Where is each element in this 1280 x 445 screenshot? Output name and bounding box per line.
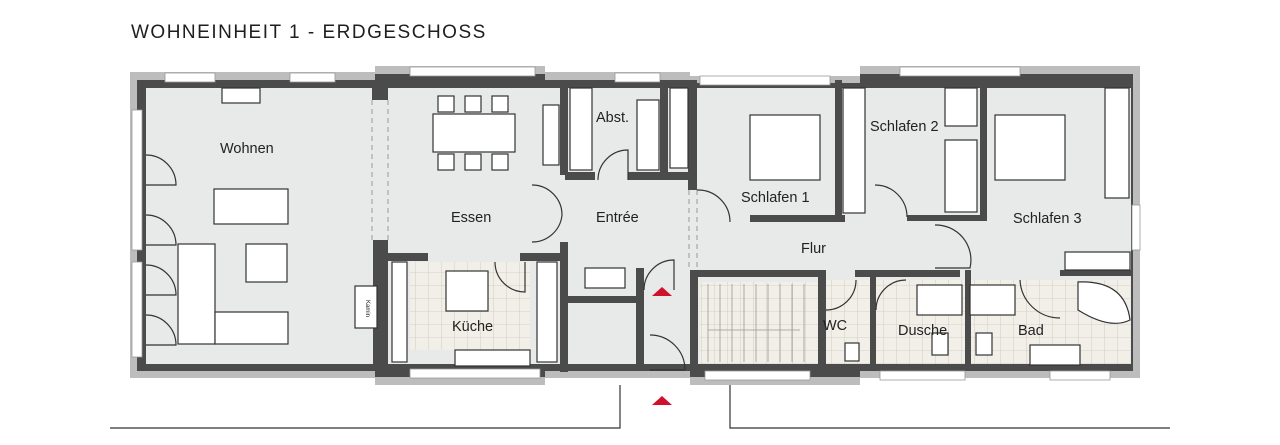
kitchen-table [445, 270, 489, 312]
bathtub [1077, 281, 1131, 324]
double-sink [1029, 344, 1081, 366]
room-label-entree: Entrée [596, 210, 639, 226]
entrance-marker-icon [652, 287, 672, 296]
room-label-bad: Bad [1018, 323, 1044, 339]
interior-walls [372, 80, 1133, 372]
windows [131, 66, 1141, 381]
bed-3 [994, 114, 1066, 181]
site-boundary [110, 385, 1170, 429]
sofa-left [177, 243, 216, 345]
room-label-essen: Essen [451, 210, 491, 226]
bed-2 [944, 139, 978, 213]
room-label-schlafen-2: Schlafen 2 [870, 119, 939, 135]
desk [944, 87, 978, 127]
room-label-schlafen-1: Schlafen 1 [741, 190, 810, 206]
sofa-bottom [214, 311, 289, 345]
doors [145, 149, 1061, 371]
furniture [177, 87, 1131, 367]
room-label-wc: WC [823, 318, 847, 334]
room-label-abst: Abst. [596, 110, 629, 126]
room-label-wohnen: Wohnen [220, 141, 274, 157]
room-label-kueche: Küche [452, 319, 493, 335]
sofa-table [213, 188, 289, 225]
room-label-flur: Flur [801, 241, 826, 257]
stair-area [700, 282, 818, 364]
armchair [245, 243, 288, 283]
room-label-dusche: Dusche [898, 323, 947, 339]
plan-title: WOHNEINHEIT 1 - ERDGESCHOSS [131, 22, 487, 43]
sideboard [221, 87, 261, 104]
entrance-arrow-icon [652, 396, 672, 405]
bed-1 [749, 114, 821, 181]
stair [707, 284, 805, 362]
fixture-label-kamin: Kamin [364, 300, 370, 317]
dining-table [432, 113, 516, 153]
wc-toilet [844, 342, 860, 362]
shower [916, 284, 963, 316]
fireplace [354, 285, 378, 329]
room-label-schlafen-3: Schlafen 3 [1013, 211, 1082, 227]
